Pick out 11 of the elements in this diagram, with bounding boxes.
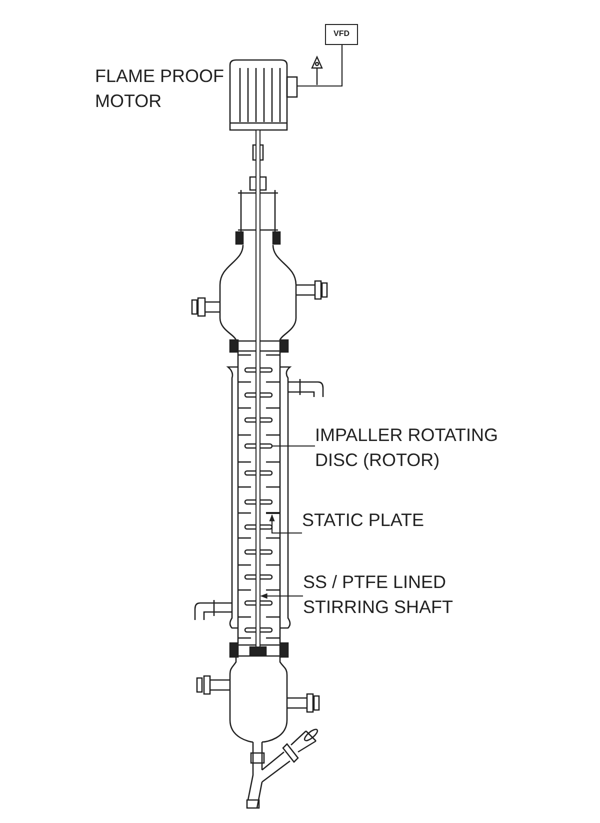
static-plate-label: STATIC PLATE [302, 508, 462, 533]
wire [297, 45, 343, 87]
shaft-label: SS / PTFE LINED STIRRING SHAFT [303, 570, 483, 620]
rotor-label: IMPALLER ROTATING DISC (ROTOR) [315, 423, 515, 473]
leader-line [269, 514, 302, 534]
motor-drawing [229, 59, 298, 131]
leader-line [272, 445, 315, 447]
vfd-box: VFD [325, 24, 358, 45]
motor-label: FLAME PROOF MOTOR [95, 65, 226, 113]
stirring-shaft [256, 130, 260, 648]
leader-line [260, 593, 303, 599]
